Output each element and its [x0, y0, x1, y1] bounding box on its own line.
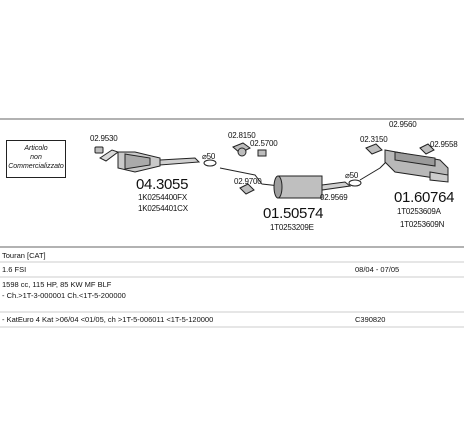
row-description: 1598 cc, 115 HP, 85 KW MF BLF — [2, 280, 112, 289]
clamp-mid-bottom-code: 02.9700 — [234, 177, 262, 186]
row-description: - KatEuro 4 Kat >06/04 <01/05, ch >1T-5-… — [2, 315, 214, 324]
table-row: - Ch.>1T-3-000001 Ch.<1T-5-200000 — [0, 290, 464, 302]
note-line: Commercializzato — [8, 163, 64, 170]
clamp-rear-2-code: 02.3150 — [360, 135, 388, 144]
table-row: 1598 cc, 115 HP, 85 KW MF BLF — [0, 279, 464, 291]
clamp-left-part — [94, 146, 104, 154]
row-value: C390820 — [355, 315, 386, 324]
ring-label-2: ⌀50 — [345, 171, 359, 180]
clamp-left-code: 02.9530 — [90, 134, 118, 143]
row-value: 08/04 - 07/05 — [355, 265, 400, 274]
row-description: Touran [CAT] — [2, 251, 46, 260]
note-line: Articolo — [24, 145, 48, 152]
table-row: 1.6 FSI 08/04 - 07/05 — [0, 264, 464, 276]
exhaust-drawing — [0, 118, 464, 248]
middle-silencer-part — [219, 167, 352, 199]
rear-silencer-part — [359, 143, 449, 183]
front-pipe-code: 04.3055 — [136, 176, 189, 193]
ring-part-2 — [348, 179, 362, 187]
table-row: Touran [CAT] — [0, 250, 464, 262]
rear-silencer-code: 01.60764 — [394, 189, 455, 206]
row-description: 1.6 FSI — [2, 265, 27, 274]
middle-silencer-code: 01.50574 — [263, 205, 324, 222]
not-commercialized-note: Articolo non Commercializzato — [6, 140, 66, 178]
clamp-rear-1-code: 02.9560 — [389, 120, 417, 129]
clamp-mid-right-code: 02.9569 — [320, 193, 348, 202]
ring-part-1 — [203, 159, 217, 167]
middle-clamps-part — [232, 142, 267, 195]
clamp-mid-top-code: 02.8150 — [228, 131, 256, 140]
table-row — [0, 302, 464, 314]
middle-silencer-oem: 1T0253209E — [270, 223, 314, 232]
clamp-rear-3-code: 02.9558 — [430, 140, 458, 149]
clamp-mid-side-code: 02.5700 — [250, 139, 278, 148]
rear-silencer-oem-2: 1T0253609N — [400, 220, 445, 229]
rear-silencer-oem-1: 1T0253609A — [397, 207, 441, 216]
front-pipe-oem-1: 1K0254400FX — [138, 193, 187, 202]
front-pipe-oem-2: 1K0254401CX — [138, 204, 188, 213]
ring-label-1: ⌀50 — [202, 152, 216, 161]
note-line: non — [30, 154, 42, 161]
front-pipe-part — [99, 149, 201, 173]
table-row: - KatEuro 4 Kat >06/04 <01/05, ch >1T-5-… — [0, 314, 464, 326]
row-description: - Ch.>1T-3-000001 Ch.<1T-5-200000 — [2, 291, 126, 300]
